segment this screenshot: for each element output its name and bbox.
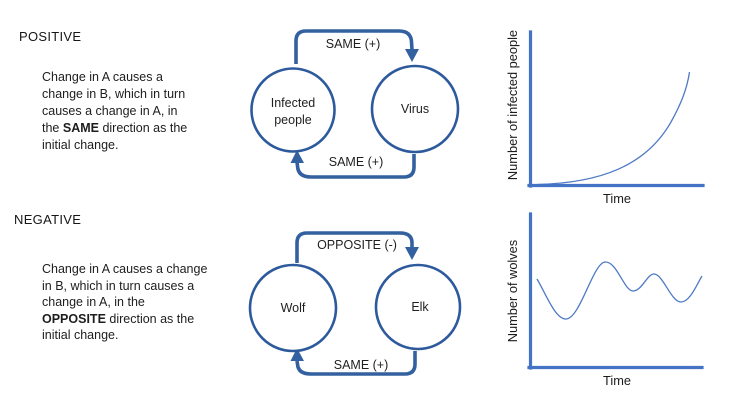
positive-description-line: the SAME direction as the xyxy=(42,121,188,135)
virus-label: Virus xyxy=(401,102,429,116)
negative-bottom-arrow-label: SAME (+) xyxy=(334,358,389,372)
positive-bottom-arrowhead-icon xyxy=(290,150,304,163)
infected-people-node xyxy=(250,67,336,153)
virus-node xyxy=(370,64,460,154)
opposite-keyword: OPPOSITE xyxy=(42,311,106,326)
positive-description-line: Change in A causes a xyxy=(42,70,163,84)
positive-description: Change in A causes a change in B, which … xyxy=(42,69,232,154)
negative-description-line: Change in A causes a change xyxy=(42,262,208,276)
negative-bottom-arrowhead-icon xyxy=(290,348,304,361)
positive-description-line: causes a change in A, in xyxy=(42,104,178,118)
negative-description: Change in A causes a change in B, which … xyxy=(42,261,237,344)
positive-top-arrow-label: SAME (+) xyxy=(326,37,381,51)
same-keyword: SAME xyxy=(62,121,99,135)
negative-top-arrowhead-icon xyxy=(405,247,419,260)
positive-top-arrow xyxy=(294,29,414,64)
negative-top-arrow xyxy=(295,231,414,263)
wolf-node xyxy=(248,263,338,353)
y-axis-label: Number of infected people xyxy=(505,30,520,180)
positive-bottom-arrow-label: SAME (+) xyxy=(329,155,384,169)
y-axis-label: Number of wolves xyxy=(505,240,520,342)
infected-people-graph: Number of infected people Time xyxy=(505,30,705,206)
negative-description-line: OPPOSITE direction as the xyxy=(42,311,195,326)
x-axis-label: Time xyxy=(603,191,631,206)
negative-description-line: initial change. xyxy=(42,328,119,342)
oscillation-curve xyxy=(536,261,703,320)
negative-description-line: change in A, in the xyxy=(42,295,145,309)
positive-feedback-loop-diagram: Infected people Virus SAME (+) SAME (+) xyxy=(250,29,460,179)
exponential-growth-curve xyxy=(536,71,691,186)
wolves-graph: Number of wolves Time xyxy=(505,212,704,388)
negative-feedback-loop-diagram: Wolf Elk OPPOSITE (-) SAME (+) xyxy=(248,231,462,376)
elk-node xyxy=(374,263,462,351)
negative-top-arrow-label: OPPOSITE (-) xyxy=(317,238,397,252)
positive-section-heading: POSITIVE xyxy=(19,29,82,44)
positive-description-line: change in B, which in turn xyxy=(42,87,186,101)
positive-description-line: initial change. xyxy=(42,138,119,152)
elk-label: Elk xyxy=(411,300,429,314)
x-axis-label: Time xyxy=(603,373,631,388)
positive-bottom-arrow xyxy=(295,154,416,179)
positive-top-arrowhead-icon xyxy=(405,49,419,62)
wolf-label: Wolf xyxy=(281,301,306,315)
negative-bottom-arrow xyxy=(295,351,417,376)
negative-description-line: in B, which in turn causes a xyxy=(42,278,195,293)
infected-people-label: Infected xyxy=(271,96,316,110)
infected-people-label: people xyxy=(274,113,312,127)
negative-section-heading: NEGATIVE xyxy=(14,212,82,227)
